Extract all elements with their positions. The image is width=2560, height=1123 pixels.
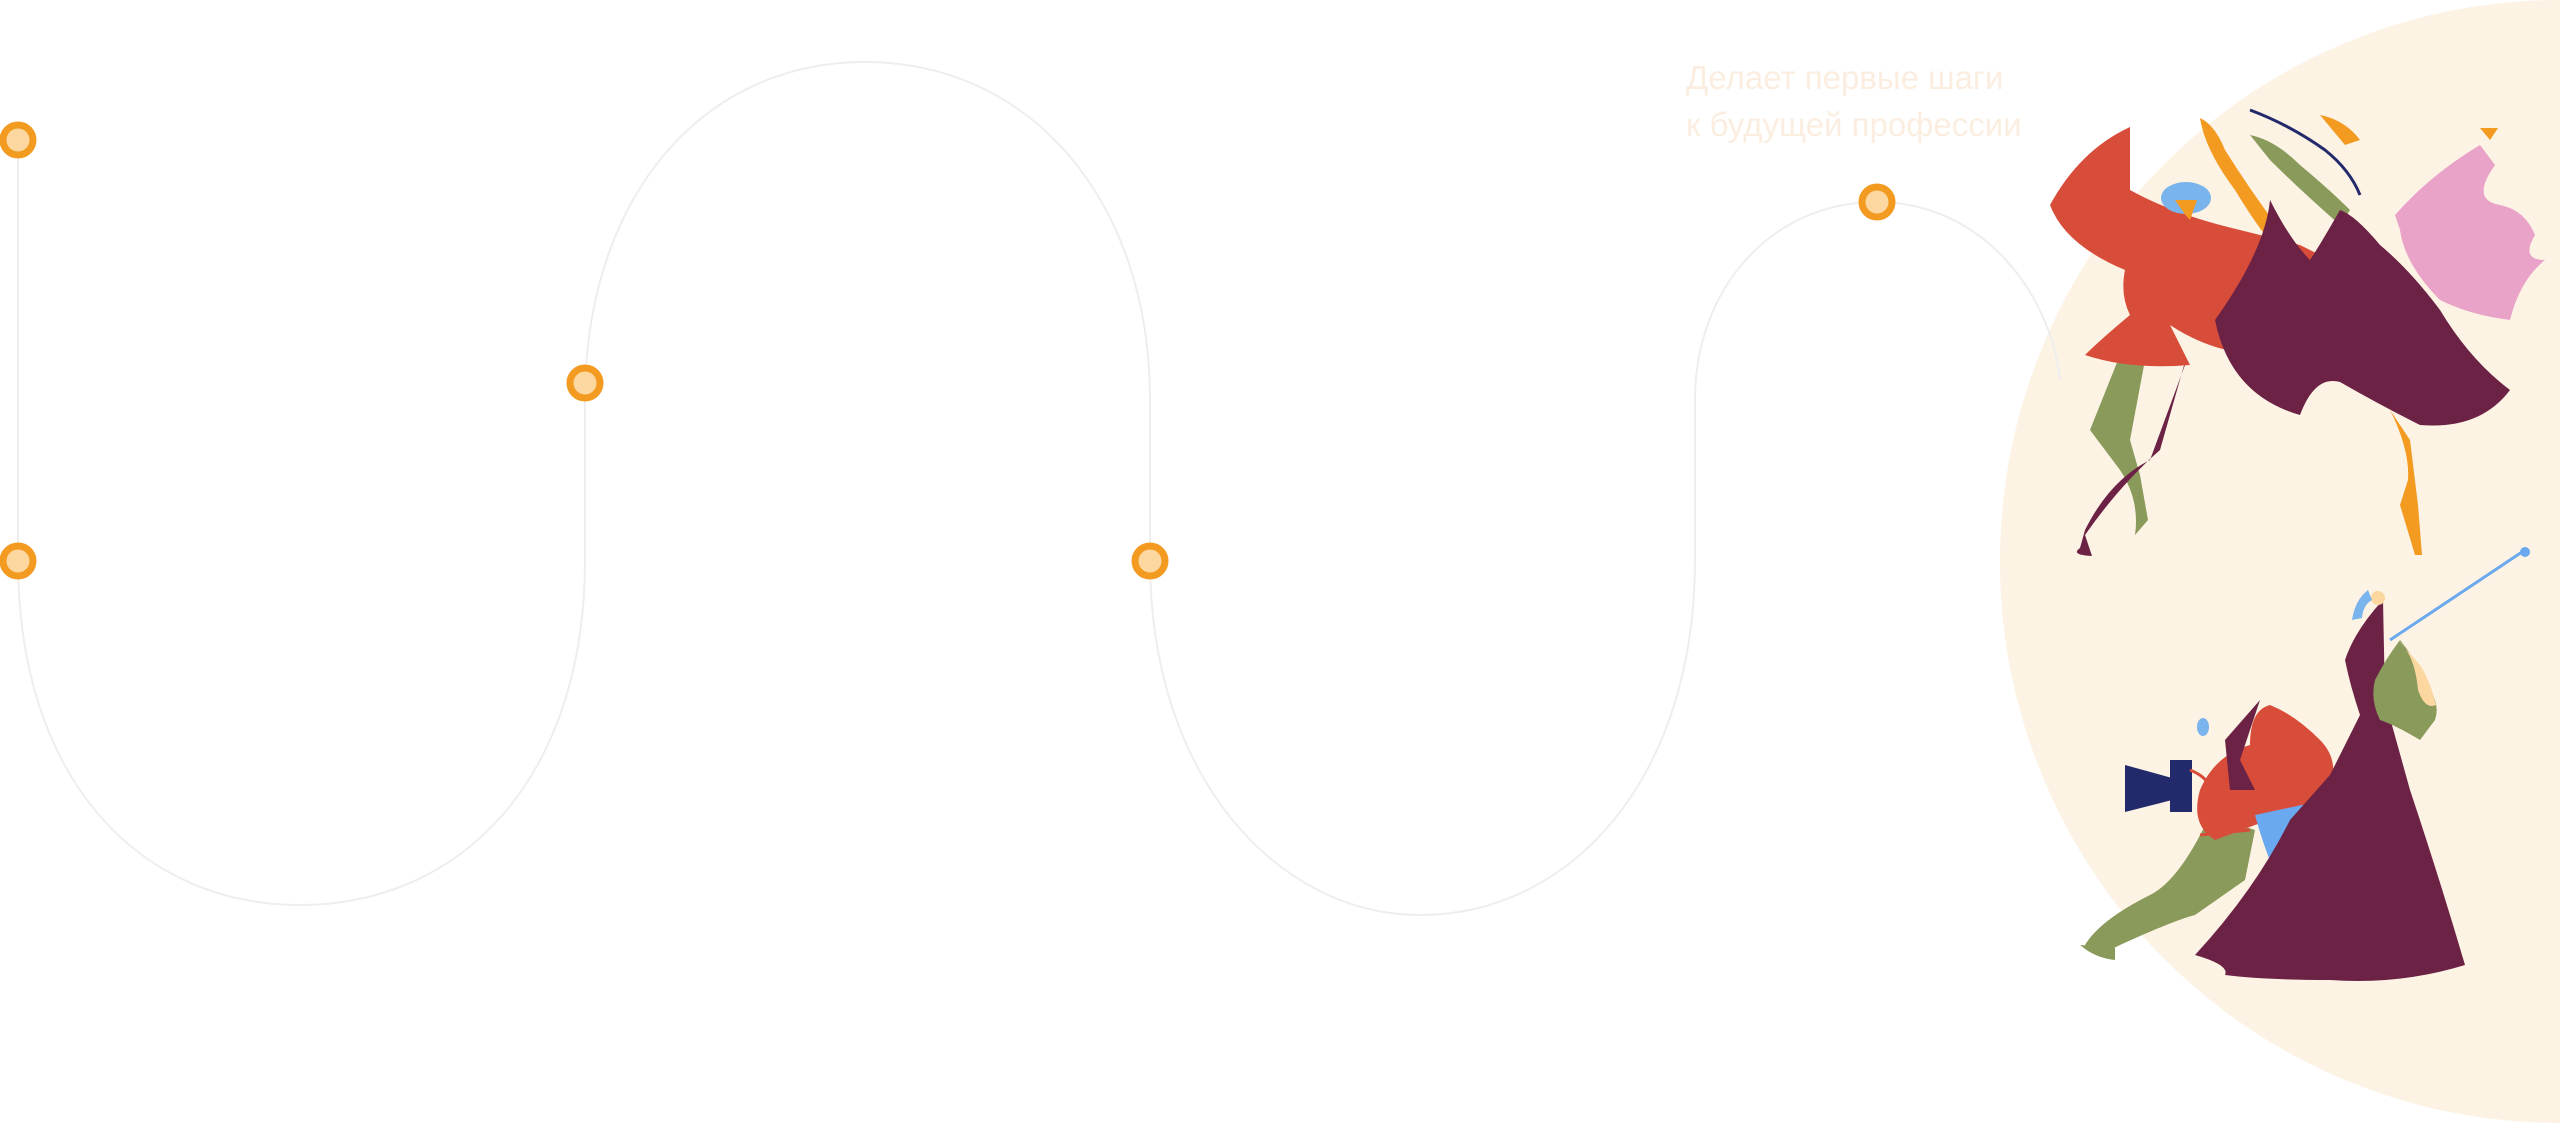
timeline-marker-1 [0,121,37,159]
timeline-marker-4 [1131,542,1169,580]
ballet-dancer-figure [2195,547,2530,981]
dancer-with-scarf-figure [2200,108,2545,555]
timeline-marker-3 [566,364,604,402]
step-caption: Делает первые шаги к будущей профессии [1686,54,2106,148]
caption-line-1: Делает первые шаги [1686,59,2004,96]
caption-line-2: к будущей профессии [1686,106,2022,143]
timeline-marker-2 [0,542,37,580]
timeline-marker-5 [1858,183,1896,221]
